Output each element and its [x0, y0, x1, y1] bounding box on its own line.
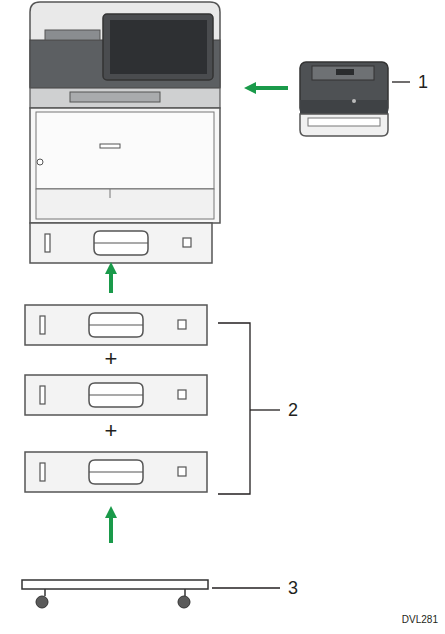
- callout-number: 3: [288, 579, 298, 597]
- plus-sign: +: [105, 348, 118, 370]
- plus-sign: +: [105, 420, 118, 442]
- figure-code: DVL281: [402, 615, 438, 625]
- caster-table: [22, 580, 208, 608]
- callout-number: 1: [418, 73, 428, 91]
- internal-option-unit: [300, 62, 388, 136]
- paper-feed-units: [25, 305, 207, 492]
- printer-body: [30, 2, 220, 263]
- leader-lines: [212, 82, 410, 588]
- callout-number: 2: [288, 401, 298, 419]
